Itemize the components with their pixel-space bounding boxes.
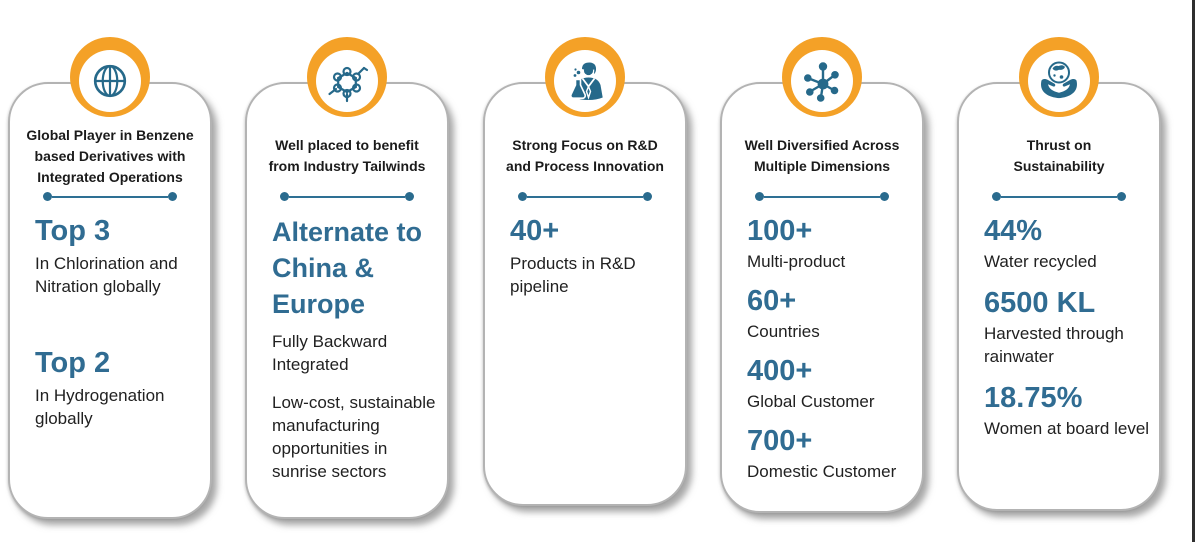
stat-description: Global Customer bbox=[747, 392, 875, 411]
icon-disc bbox=[79, 50, 141, 112]
stat-description: Products in R&D pipeline bbox=[510, 254, 636, 296]
stat-value: 60+ bbox=[747, 285, 797, 317]
stat-description: Domestic Customer bbox=[747, 462, 897, 481]
divider bbox=[518, 192, 652, 201]
divider-dot bbox=[43, 192, 52, 201]
stat-entry: 18.75% Women at board level bbox=[984, 381, 1151, 440]
icon-disc bbox=[554, 50, 616, 112]
divider-dot bbox=[755, 192, 764, 201]
stat-value: 44% bbox=[984, 215, 1043, 247]
divider-dot bbox=[880, 192, 889, 201]
icon-disc bbox=[316, 50, 378, 112]
divider-line bbox=[52, 195, 168, 198]
card-content: 100+ Multi-product 60+ Countries 400+ Globa… bbox=[722, 201, 922, 483]
card-global-player: Global Player in Benzene based Derivative… bbox=[8, 37, 212, 519]
card-title: Well placed to benefit from Industry Tail… bbox=[247, 120, 447, 192]
stat-entry: 700+ Domestic Customer bbox=[747, 424, 914, 483]
card-title-line: and Process Innovation bbox=[506, 158, 664, 174]
divider-line bbox=[527, 195, 643, 198]
stat-value: 100+ bbox=[747, 215, 813, 247]
globe-icon bbox=[70, 37, 150, 117]
stat-description: Low-cost, sustainable manufacturing oppo… bbox=[272, 393, 436, 481]
stat-entry: 100+ Multi-product bbox=[747, 214, 914, 273]
divider-dot bbox=[405, 192, 414, 201]
stat-value: Top 3 bbox=[35, 215, 111, 247]
card-title-line: Global Player in Benzene bbox=[26, 126, 194, 143]
card-title: Strong Focus on R&D and Process Innovatio… bbox=[485, 120, 685, 192]
card-content: Top 3 In Chlorination and Nitration globa… bbox=[10, 201, 210, 430]
stat-value: 6500 KL bbox=[984, 287, 1096, 319]
card-rd-innovation: Strong Focus on R&D and Process Innovatio… bbox=[483, 37, 687, 506]
molecule-icon bbox=[307, 37, 387, 117]
stat-value: 400+ bbox=[747, 355, 813, 387]
card-title-line: Integrated Operations bbox=[37, 168, 183, 185]
divider bbox=[43, 192, 177, 201]
stat-description: Fully Backward Integrated bbox=[272, 332, 388, 374]
card-content: 44% Water recycled 6500 KL Harvested throu… bbox=[959, 201, 1159, 440]
card-title-line: Multiple Dimensions bbox=[753, 158, 891, 174]
card-title-line: Thrust on bbox=[1026, 137, 1092, 153]
divider-dot bbox=[643, 192, 652, 201]
network-icon bbox=[782, 37, 862, 117]
icon-disc bbox=[791, 50, 853, 112]
divider-line bbox=[289, 195, 405, 198]
stat-entry: Top 3 In Chlorination and Nitration globa… bbox=[35, 214, 202, 298]
stat-value: Top 2 bbox=[35, 347, 111, 379]
card-content: 40+ Products in R&D pipeline bbox=[485, 201, 685, 298]
divider bbox=[992, 192, 1126, 201]
stat-description: In Hydrogenation globally bbox=[35, 386, 165, 428]
card-industry-tailwinds: Well placed to benefit from Industry Tail… bbox=[245, 37, 449, 519]
card-title-line: Sustainability bbox=[1013, 158, 1105, 174]
hands-globe-icon bbox=[1019, 37, 1099, 117]
divider-dot bbox=[1117, 192, 1126, 201]
divider bbox=[755, 192, 889, 201]
card-title-line: Well Diversified Across bbox=[744, 137, 900, 153]
stat-entry: 400+ Global Customer bbox=[747, 354, 914, 413]
stat-entry: 44% Water recycled bbox=[984, 214, 1151, 273]
divider-line bbox=[764, 195, 880, 198]
card-title: Thrust on Sustainability bbox=[959, 120, 1159, 192]
card-title-line: from Industry Tailwinds bbox=[268, 158, 426, 174]
divider-dot bbox=[168, 192, 177, 201]
stat-value: 18.75% bbox=[984, 382, 1083, 414]
card-title-line: based Derivatives with bbox=[34, 147, 186, 164]
stat-entry: 6500 KL Harvested through rainwater bbox=[984, 286, 1151, 368]
stat-value: Alternate to China & Europe bbox=[272, 217, 423, 319]
stat-description: Multi-product bbox=[747, 252, 846, 271]
divider-dot bbox=[518, 192, 527, 201]
stat-entry: Top 2 In Hydrogenation globally bbox=[35, 346, 202, 430]
stat-entry: 60+ Countries bbox=[747, 284, 914, 343]
divider-dot bbox=[992, 192, 1001, 201]
card-title-line: Strong Focus on R&D bbox=[512, 137, 658, 153]
stat-entry: 40+ Products in R&D pipeline bbox=[510, 214, 677, 298]
stat-value: 700+ bbox=[747, 425, 813, 457]
divider-line bbox=[1001, 195, 1117, 198]
stat-description: Harvested through rainwater bbox=[984, 324, 1124, 366]
stat-description: Countries bbox=[747, 322, 820, 341]
card-sustainability: Thrust on Sustainability 44% Water recycle… bbox=[957, 37, 1161, 511]
icon-disc bbox=[1028, 50, 1090, 112]
stat-value: 40+ bbox=[510, 215, 560, 247]
stat-description: Women at board level bbox=[984, 419, 1150, 438]
stat-description: Water recycled bbox=[984, 252, 1097, 271]
card-title: Global Player in Benzene based Derivative… bbox=[10, 120, 210, 192]
card-title-line: Well placed to benefit bbox=[275, 137, 419, 153]
divider-dot bbox=[280, 192, 289, 201]
scientist-icon bbox=[545, 37, 625, 117]
slide-right-border bbox=[1192, 0, 1195, 542]
stat-description: In Chlorination and Nitration globally bbox=[35, 254, 178, 296]
divider bbox=[280, 192, 414, 201]
